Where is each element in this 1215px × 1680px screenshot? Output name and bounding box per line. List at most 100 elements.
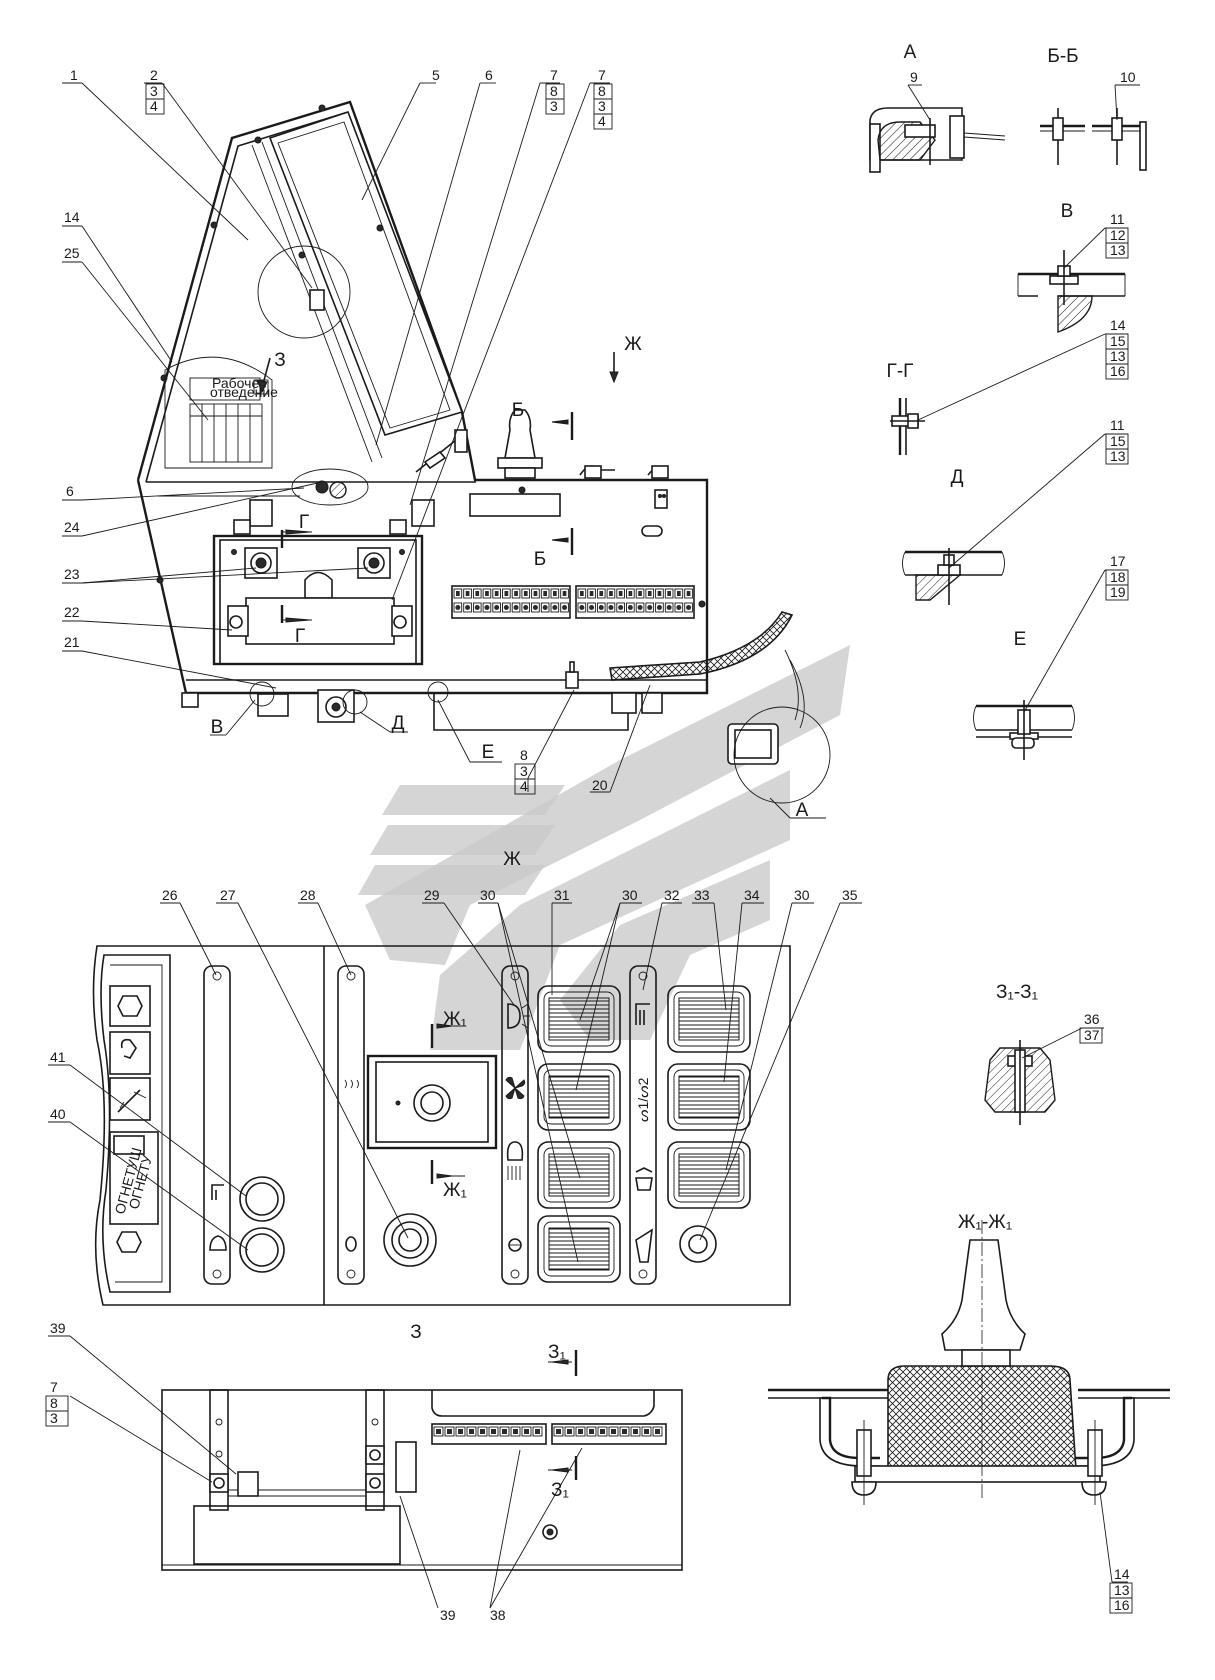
detail-view-a <box>869 84 1006 173</box>
view-title-z1z1: З₁-З₁ <box>996 982 1038 1003</box>
callout-13b: 13 <box>1110 348 1126 364</box>
terminal-block-group <box>451 585 695 619</box>
detail-view-v <box>1017 227 1128 333</box>
callout-7c: 7 <box>50 1379 58 1395</box>
callout-30c: 30 <box>794 887 810 903</box>
callout-1: 1 <box>70 67 78 83</box>
view-title-d: Д <box>951 467 964 488</box>
callout-17: 17 <box>1110 553 1126 569</box>
view-title-zh1zh1: Ж₁-Ж₁ <box>958 1212 1012 1233</box>
callout-2: 2 <box>150 67 158 83</box>
callout-3b: 3 <box>550 98 558 114</box>
bottom-view <box>161 1350 683 1571</box>
mark-e: Е <box>482 742 495 763</box>
detail-view-e <box>973 569 1128 760</box>
mark-zh: Ж <box>624 334 642 355</box>
callout-11b: 11 <box>1110 417 1125 433</box>
callout-3e: 3 <box>50 1410 58 1426</box>
mark-zh1-top: Ж₁ <box>443 1009 467 1030</box>
callout-13d: 13 <box>1114 1582 1130 1598</box>
callout-3c: 3 <box>598 98 606 114</box>
callout-6: 6 <box>485 67 493 83</box>
callout-28: 28 <box>300 887 316 903</box>
plate-title: Рабочее <box>212 375 267 391</box>
callout-33: 33 <box>694 887 710 903</box>
detail-view-d <box>902 433 1128 605</box>
mark-a: А <box>796 800 809 821</box>
callout-39a: 39 <box>50 1320 66 1336</box>
callout-8c: 8 <box>520 747 528 763</box>
callout-32: 32 <box>664 887 680 903</box>
callout-21: 21 <box>64 634 80 650</box>
callout-13c: 13 <box>1110 448 1126 464</box>
callout-20: 20 <box>592 777 608 793</box>
callout-41: 41 <box>50 1049 66 1065</box>
callout-22: 22 <box>64 604 80 620</box>
callout-16b: 16 <box>1114 1597 1130 1613</box>
callout-8: 8 <box>550 83 558 99</box>
callout-7: 7 <box>550 67 558 83</box>
mark-z1-bottom: З₁ <box>551 1480 569 1501</box>
view-title-v: В <box>1061 201 1074 222</box>
callout-25: 25 <box>64 245 80 261</box>
callout-15b: 15 <box>1110 433 1126 449</box>
callout-12: 12 <box>1110 227 1126 243</box>
view-z-panel: ОГНЕТУ ОГНЕТУШ <box>92 945 791 1306</box>
callout-7b: 7 <box>598 67 606 83</box>
callout-13: 13 <box>1110 242 1126 258</box>
callout-14c: 14 <box>1114 1566 1130 1582</box>
mark-b-top: Б <box>512 400 524 421</box>
section-z1-z1 <box>984 1027 1104 1125</box>
mark-zh1-bottom: Ж₁ <box>443 1180 467 1201</box>
view-title-bb: Б-Б <box>1047 46 1078 67</box>
view-title-zh: Ж <box>503 849 521 870</box>
view-title-e: Е <box>1014 629 1027 650</box>
main-leaders <box>62 82 826 819</box>
mark-d: Д <box>392 713 405 734</box>
callout-18: 18 <box>1110 569 1126 585</box>
callout-30a: 30 <box>480 887 496 903</box>
callout-4c: 4 <box>520 778 528 794</box>
callout-11: 11 <box>1110 211 1125 227</box>
callout-35: 35 <box>842 887 858 903</box>
callout-14: 14 <box>64 209 80 225</box>
callout-23: 23 <box>64 566 80 582</box>
callout-19: 19 <box>1110 584 1126 600</box>
callout-30b: 30 <box>622 887 638 903</box>
callout-5: 5 <box>432 67 440 83</box>
callout-6b: 6 <box>66 483 74 499</box>
callout-26: 26 <box>162 887 178 903</box>
callout-39b: 39 <box>440 1607 456 1623</box>
mark-b-bottom: Б <box>534 549 546 570</box>
mark-z1-top: З₁ <box>548 1342 566 1363</box>
view-title-gg: Г-Г <box>887 361 914 382</box>
view-title-a: А <box>904 42 917 63</box>
mark-g-top: Г <box>299 512 309 533</box>
callout-9: 9 <box>910 69 918 85</box>
callout-34: 34 <box>744 887 760 903</box>
callout-37: 37 <box>1084 1027 1100 1043</box>
callout-36: 36 <box>1084 1011 1100 1027</box>
svg-text:ᔕ1/ᔕ2: ᔕ1/ᔕ2 <box>635 1077 651 1122</box>
section-b-b <box>1040 84 1147 171</box>
callout-40: 40 <box>50 1106 66 1122</box>
callout-29: 29 <box>424 887 440 903</box>
callout-16: 16 <box>1110 363 1126 379</box>
view-title-z: З <box>410 1322 421 1343</box>
callout-8b: 8 <box>598 83 606 99</box>
bottom-leaders <box>48 1335 583 1609</box>
callout-27: 27 <box>220 887 236 903</box>
callout-3: 3 <box>150 83 158 99</box>
watermark-logo <box>358 645 850 1050</box>
callout-8d: 8 <box>50 1395 58 1411</box>
view-z-leaders <box>48 902 862 1263</box>
mark-g-bottom: Г <box>295 626 305 647</box>
callout-14b: 14 <box>1110 317 1126 333</box>
section-zh1-zh1 <box>768 1220 1170 1583</box>
callout-24: 24 <box>64 519 80 535</box>
callout-15: 15 <box>1110 333 1126 349</box>
mark-v: В <box>211 717 224 738</box>
callout-3d: 3 <box>520 763 528 779</box>
